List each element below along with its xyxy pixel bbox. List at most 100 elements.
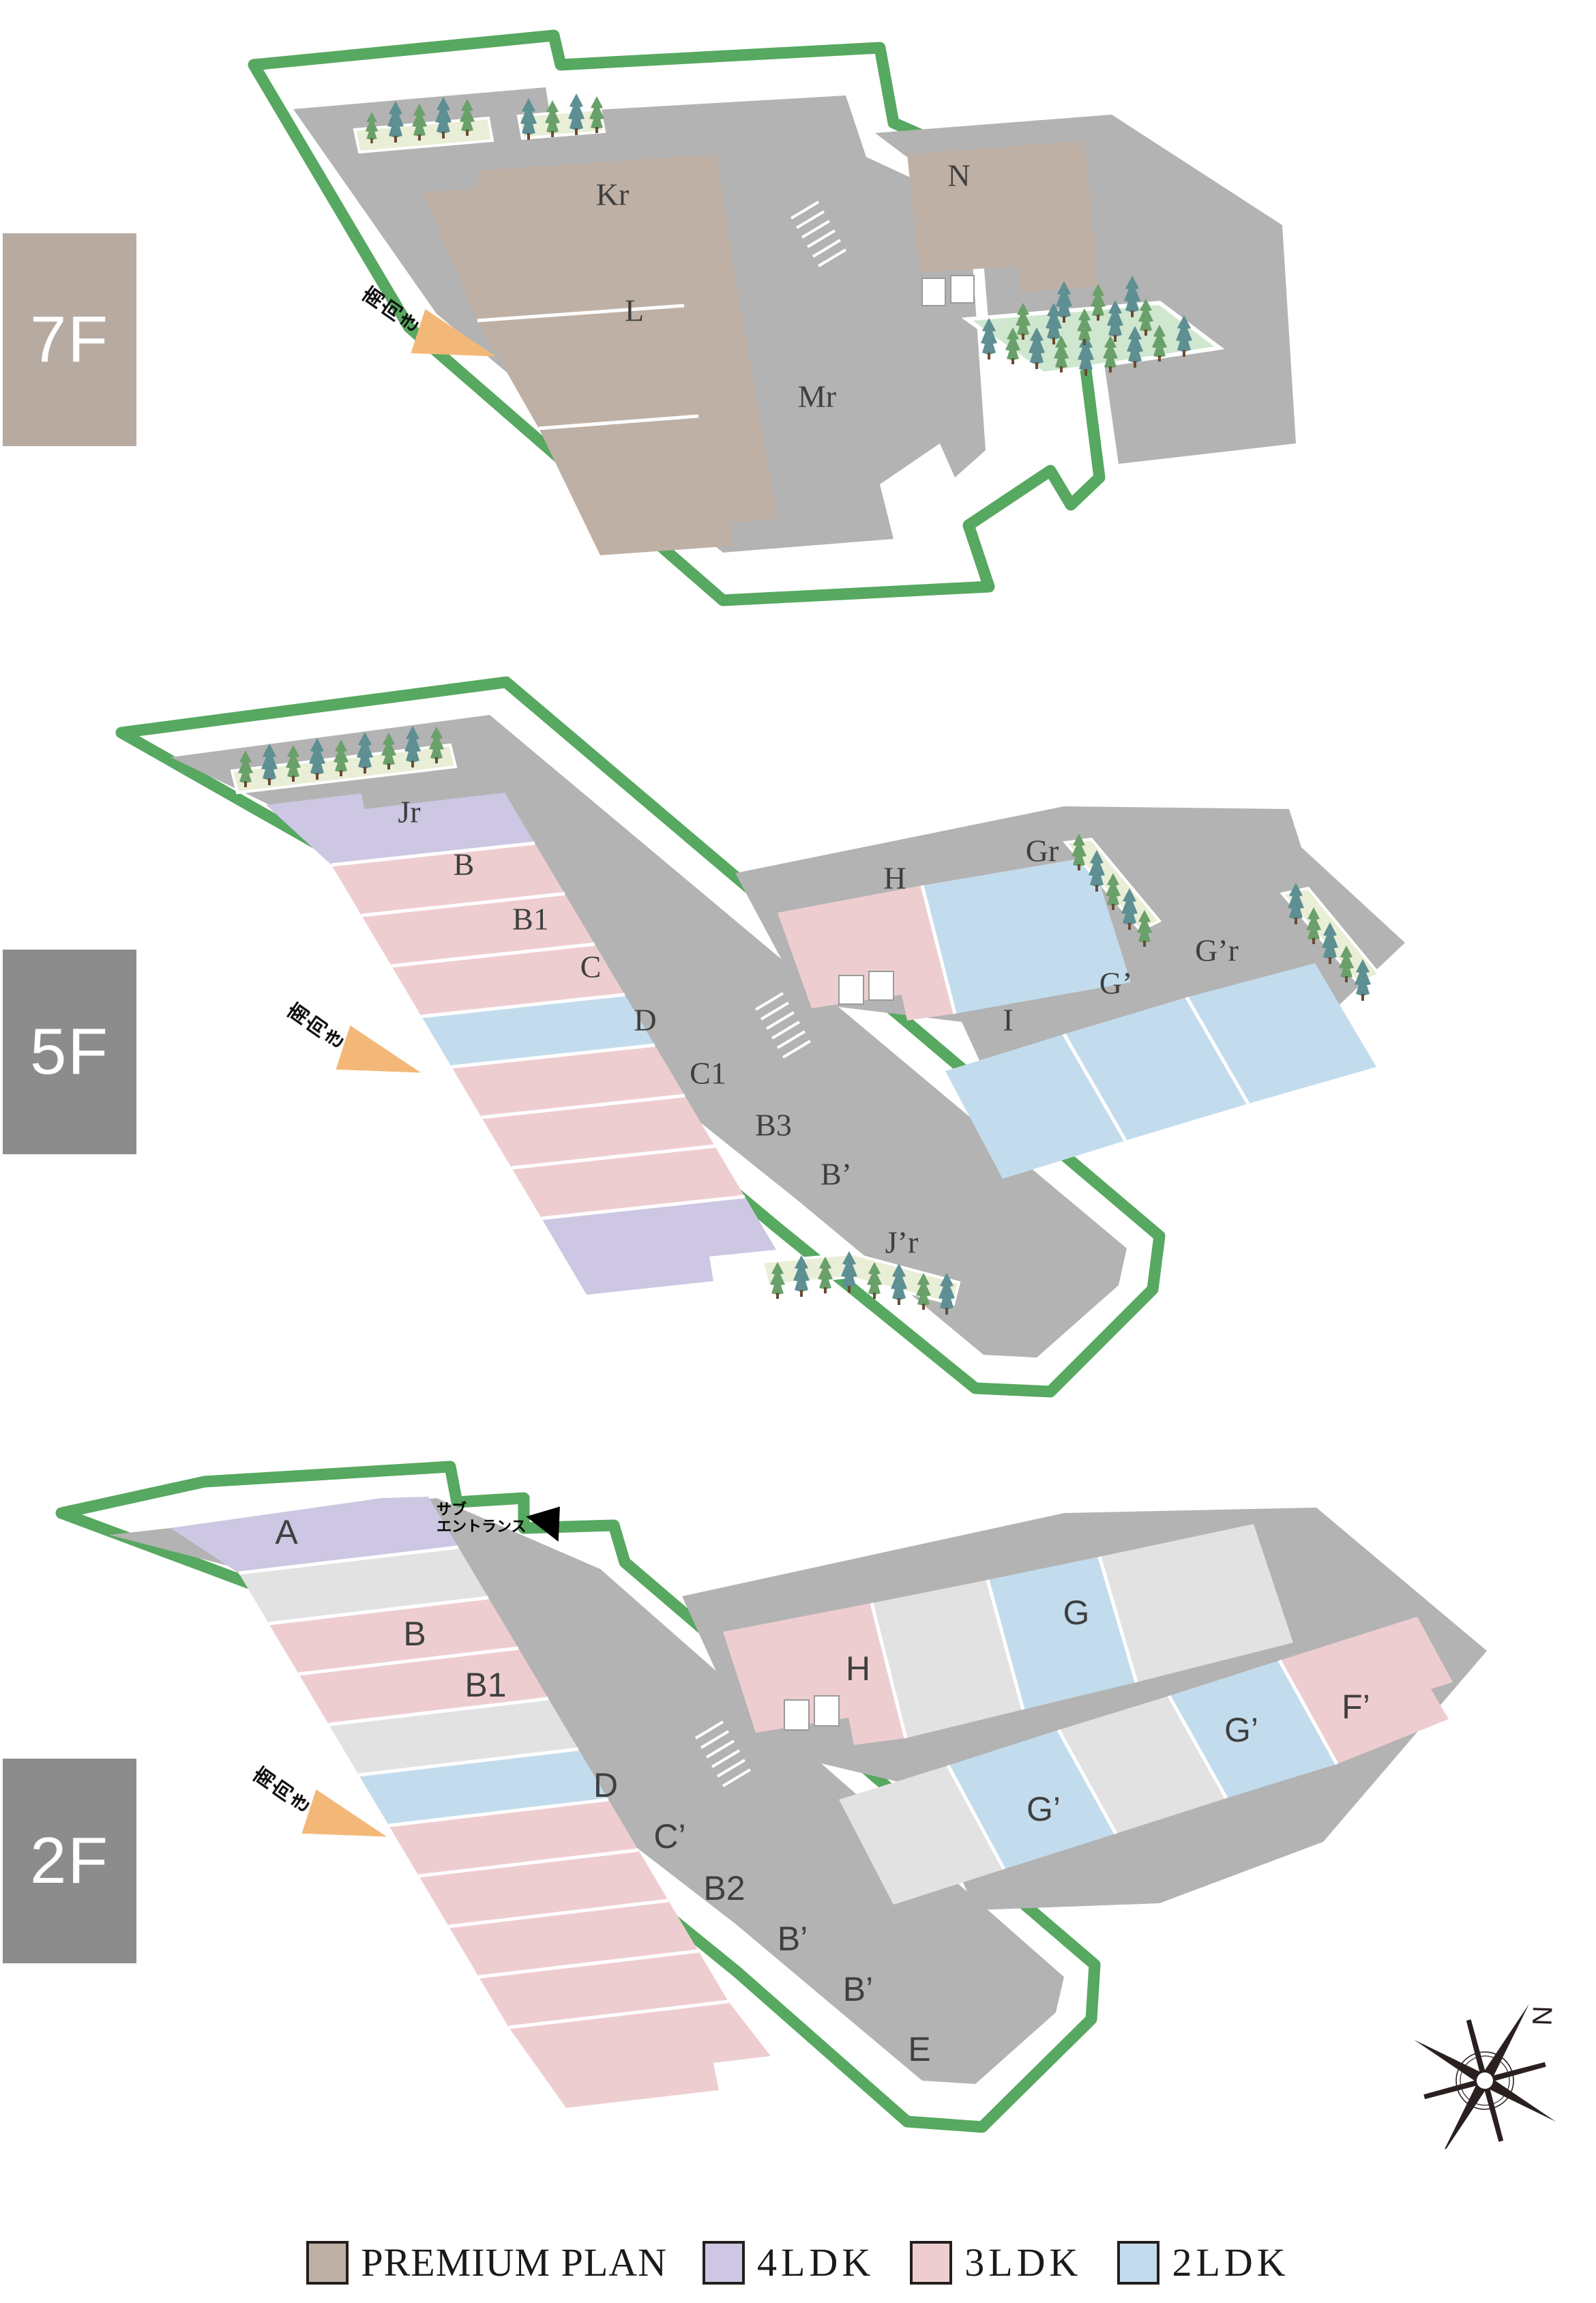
unit-5f-b1[interactable] xyxy=(361,894,595,966)
unit-label-5f-i: I xyxy=(1003,1003,1013,1038)
unit-label-5f-gp: G’ xyxy=(1099,966,1133,1001)
unit-label-2f-d: D xyxy=(593,1766,618,1804)
stairs-2f xyxy=(694,1720,752,1787)
unit-label-7f-mr: Mr xyxy=(798,379,836,414)
perimeter-outline-2f xyxy=(55,1461,1101,2133)
legend-item-2ldk: 2LDK xyxy=(1117,2240,1289,2285)
unit-2f-e[interactable] xyxy=(509,2001,771,2108)
unit-5f-d[interactable] xyxy=(422,995,655,1067)
unit-2f-common-6 xyxy=(1059,1696,1226,1834)
unit-label-2f-h: H xyxy=(846,1649,870,1688)
direction-marker-5f: 南向き xyxy=(282,1000,428,1095)
legend-swatch-4ldk xyxy=(703,2240,745,2285)
unit-2f-g[interactable] xyxy=(988,1557,1136,1710)
unit-5f-gp[interactable] xyxy=(1064,997,1248,1141)
unit-dividers-2f-left xyxy=(238,1545,729,2029)
unit-dividers-5f-right xyxy=(920,885,1250,1142)
unit-label-5f-b: B xyxy=(454,847,475,882)
unit-label-2f-bp1: B’ xyxy=(778,1920,808,1958)
legend-swatch-3ldk xyxy=(910,2240,953,2285)
unit-2f-gp2[interactable] xyxy=(1169,1660,1337,1798)
direction-marker-2f: 南向き xyxy=(248,1764,394,1859)
unit-5f-b[interactable] xyxy=(331,843,565,915)
doors-5f-h xyxy=(838,971,894,1005)
floor-plate-2f: A B B1 D C’ B2 B’ B’ E H G F’ G’ G’ xyxy=(55,1461,1487,2133)
unit-label-5f-h: H xyxy=(883,861,906,896)
unit-2f-gp1[interactable] xyxy=(948,1730,1116,1869)
legend-swatch-premium xyxy=(306,2240,349,2285)
sub-entrance-arrow-icon xyxy=(525,1494,576,1542)
unit-label-5f-b1: B1 xyxy=(512,902,549,937)
unit-5f-gpr[interactable] xyxy=(1187,963,1376,1104)
unit-5f-i[interactable] xyxy=(945,1034,1125,1179)
unit-5f-h[interactable] xyxy=(778,885,955,1021)
unit-label-2f-a: A xyxy=(275,1513,298,1551)
direction-marker-7f: 南向き xyxy=(357,284,503,379)
unit-dividers-5f-left xyxy=(331,841,745,1220)
unit-label-5f-c: C xyxy=(580,950,602,984)
stairs-5f xyxy=(754,992,812,1059)
unit-2f-h[interactable] xyxy=(723,1603,906,1745)
unit-label-7f-l: L xyxy=(625,293,644,328)
unit-label-2f-b1: B1 xyxy=(464,1666,506,1704)
sub-entrance-label-line2: エントランス xyxy=(437,1518,527,1536)
unit-label-2f-bp2: B’ xyxy=(843,1970,873,2008)
unit-5f-gr[interactable] xyxy=(922,857,1131,1014)
legend-label-premium: PREMIUM PLAN xyxy=(361,2240,668,2285)
unit-label-7f-kr: Kr xyxy=(596,177,630,212)
unit-7f-mr[interactable] xyxy=(539,394,778,555)
unit-2f-common-3 xyxy=(872,1580,1023,1738)
sub-entrance-marker: サブ エントランス xyxy=(437,1494,576,1542)
unit-label-2f-gp1: G’ xyxy=(1224,1711,1258,1749)
unit-label-5f-bp: B’ xyxy=(821,1157,852,1192)
perimeter-outline-7f xyxy=(248,29,1106,606)
unit-2f-fp[interactable] xyxy=(1280,1617,1453,1764)
unit-5f-bp[interactable] xyxy=(512,1146,745,1218)
legend-label-4ldk: 4LDK xyxy=(757,2240,875,2285)
unit-dividers-7f xyxy=(477,304,699,430)
unit-label-2f-fp: F’ xyxy=(1342,1688,1370,1726)
legend-item-4ldk: 4LDK xyxy=(703,2240,874,2285)
planter-5f-bottom xyxy=(760,1252,961,1306)
unit-label-2f-cp: C’ xyxy=(653,1817,685,1855)
sub-entrance-label-line1: サブ xyxy=(437,1501,467,1518)
stairs-7f xyxy=(790,201,847,267)
doors-7f-n xyxy=(921,275,975,306)
unit-7f-n[interactable] xyxy=(907,141,1098,292)
unit-label-2f-b: B xyxy=(403,1615,426,1653)
unit-label-5f-gpr: G’r xyxy=(1195,933,1239,968)
floor-plate-7f: Kr L Mr N xyxy=(248,29,1296,606)
unit-7f-kr[interactable] xyxy=(423,154,737,321)
unit-5f-c1[interactable] xyxy=(452,1045,685,1117)
legend-item-3ldk: 3LDK xyxy=(910,2240,1082,2285)
unit-label-5f-c1: C1 xyxy=(690,1056,726,1091)
unit-5f-c[interactable] xyxy=(391,944,625,1016)
unit-label-2f-gp2: G’ xyxy=(1026,1790,1061,1828)
unit-5f-jr[interactable] xyxy=(266,793,535,865)
doors-2f-h xyxy=(784,1695,840,1731)
floor-badge-5f: 5F xyxy=(3,950,136,1154)
unit-label-2f-e: E xyxy=(908,2030,930,2068)
unit-5f-jpr[interactable] xyxy=(542,1197,776,1295)
unit-label-7f-n: N xyxy=(947,158,970,193)
unit-label-5f-jpr: J’r xyxy=(885,1225,919,1260)
unit-label-2f-g: G xyxy=(1063,1594,1090,1632)
unit-label-5f-b3: B3 xyxy=(755,1108,792,1143)
unit-7f-l[interactable] xyxy=(477,287,756,428)
legend-label-2ldk: 2LDK xyxy=(1172,2240,1290,2285)
legend: PREMIUM PLAN 4LDK 3LDK 2LDK xyxy=(0,2240,1596,2285)
unit-2f-common-5 xyxy=(839,1765,1004,1905)
floor-badge-2f: 2F xyxy=(3,1759,136,1963)
unit-label-2f-b2: B2 xyxy=(703,1869,745,1907)
unit-label-5f-jr: Jr xyxy=(398,795,420,830)
legend-item-premium: PREMIUM PLAN xyxy=(306,2240,667,2285)
floor-badge-7f: 7F xyxy=(3,233,136,446)
legend-label-3ldk: 3LDK xyxy=(964,2240,1082,2285)
unit-5f-b3[interactable] xyxy=(482,1096,715,1168)
unit-2f-common-4 xyxy=(1099,1524,1293,1682)
unit-label-5f-d: D xyxy=(634,1003,656,1038)
unit-dividers-2f-right xyxy=(870,1556,1339,1871)
unit-label-5f-gr: Gr xyxy=(1026,834,1059,868)
